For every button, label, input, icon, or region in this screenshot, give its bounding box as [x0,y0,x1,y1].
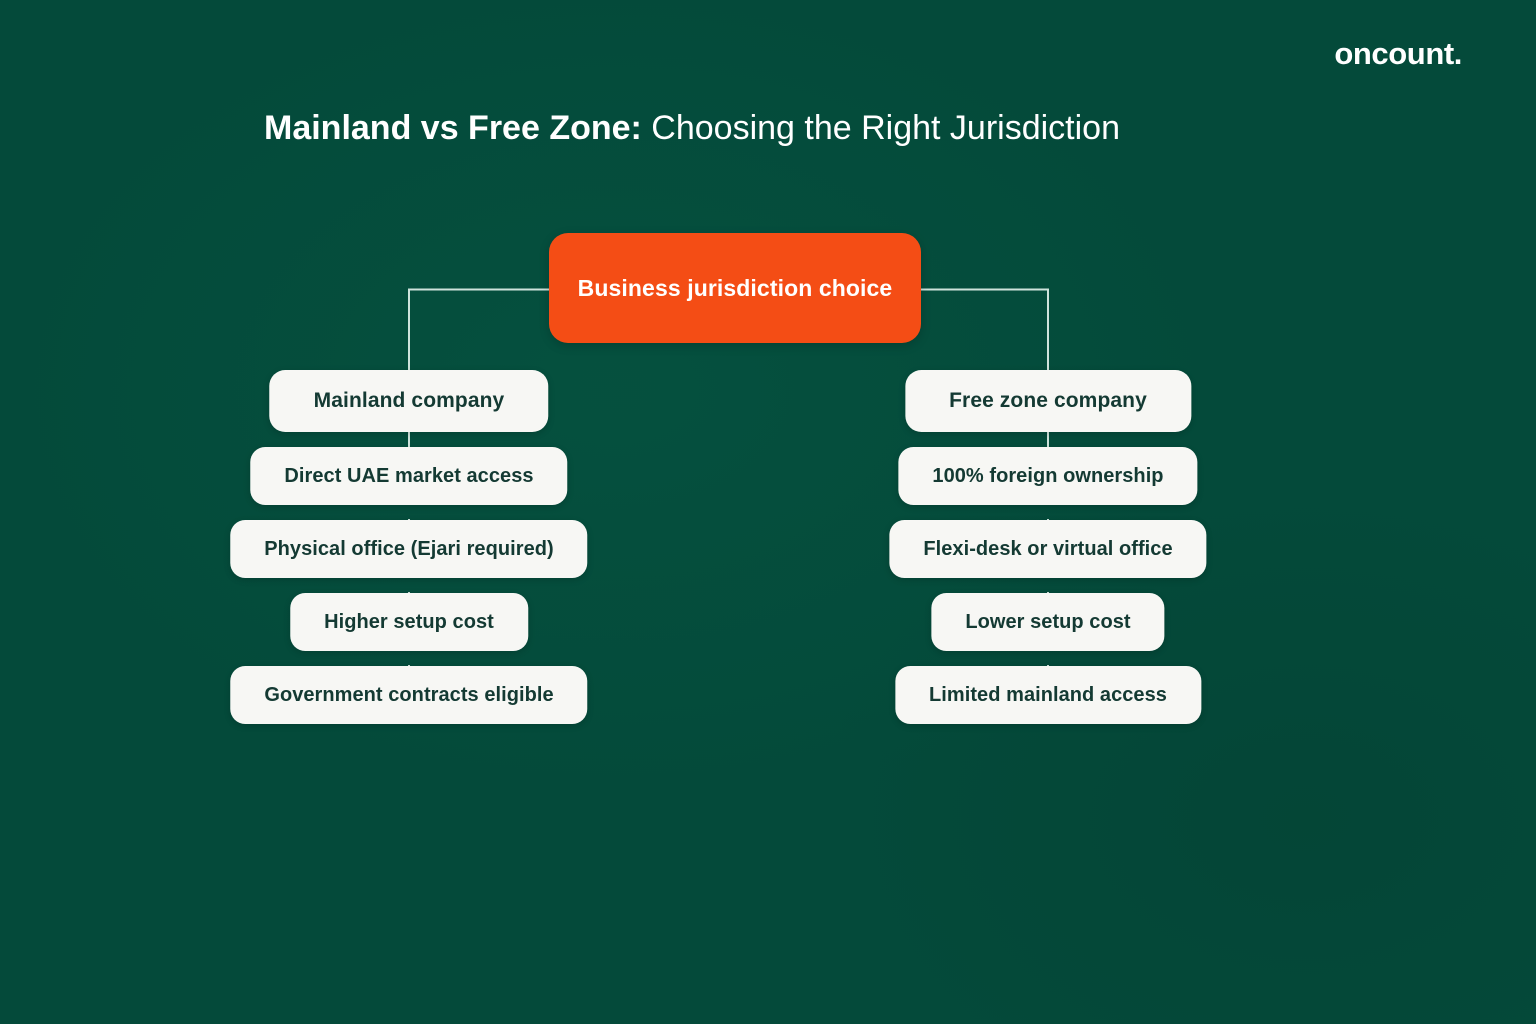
node-mainland-item-4[interactable]: Government contracts eligible [230,666,588,724]
node-freezone-item-2[interactable]: Flexi-desk or virtual office [889,520,1207,578]
page-title: Mainland vs Free Zone: Choosing the Righ… [264,106,1120,150]
brand-logo: oncount. [1334,36,1462,71]
edge-root-to-freezone [920,288,1049,373]
branch-head-mainland[interactable]: Mainland company [269,370,549,432]
edge-root-to-mainland [408,288,550,373]
node-freezone-item-3[interactable]: Lower setup cost [931,593,1165,651]
root-node[interactable]: Business jurisdiction choice [549,233,921,343]
node-freezone-item-1[interactable]: 100% foreign ownership [898,447,1198,505]
node-mainland-item-2[interactable]: Physical office (Ejari required) [230,520,588,578]
branch-head-free-zone[interactable]: Free zone company [905,370,1191,432]
page-title-light: Choosing the Right Jurisdiction [641,109,1121,147]
node-mainland-item-3[interactable]: Higher setup cost [290,593,528,651]
node-mainland-item-1[interactable]: Direct UAE market access [250,447,568,505]
branch-free-zone: Free zone company 100% foreign ownership… [889,370,1207,724]
branch-mainland: Mainland company Direct UAE market acces… [230,370,588,724]
node-freezone-item-4[interactable]: Limited mainland access [895,666,1201,724]
page-title-strong: Mainland vs Free Zone: [264,109,642,147]
